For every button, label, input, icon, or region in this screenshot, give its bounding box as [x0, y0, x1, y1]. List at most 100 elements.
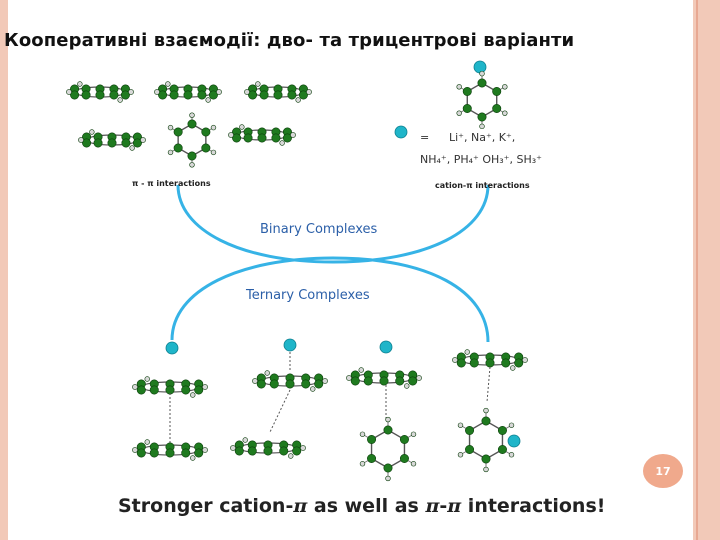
hydrogen-atom	[140, 137, 146, 143]
hydrogen-atom	[255, 81, 261, 87]
page-number-badge: 17	[643, 454, 683, 488]
cation-atom	[394, 125, 408, 139]
hydrogen-atom	[522, 357, 528, 363]
carbon-atom	[462, 87, 472, 97]
caption-part-2: as well as	[307, 495, 426, 517]
hydrogen-atom	[239, 124, 245, 130]
hydrogen-atom	[167, 124, 174, 131]
cation-atom	[165, 341, 179, 355]
hydrogen-atom	[300, 445, 306, 451]
carbon-atom	[194, 448, 204, 458]
benzene-bond-ring	[177, 123, 207, 157]
carbon-atom	[243, 133, 253, 143]
carbon-atom	[165, 448, 175, 458]
benzene-bond-ring	[370, 429, 406, 469]
carbon-atom	[132, 138, 142, 148]
hydrogen-atom	[510, 365, 516, 371]
hydrogen-atom	[244, 89, 250, 95]
carbon-atom	[350, 376, 360, 386]
hydrogen-atom	[279, 140, 285, 146]
benzene-bond-ring	[468, 420, 504, 460]
carbon-atom	[201, 143, 211, 153]
cation-atom	[283, 338, 297, 352]
carbon-atom	[109, 90, 119, 100]
pi-pi-label: π - π interactions	[132, 179, 211, 188]
cation-atom	[473, 60, 487, 74]
hydrogen-atom	[410, 431, 417, 437]
ternary-complexes-label: Ternary Complexes	[245, 288, 370, 303]
hydrogen-atom	[264, 370, 270, 376]
carbon-atom	[399, 434, 409, 444]
carbon-atom	[187, 151, 197, 161]
carbon-atom	[70, 90, 80, 100]
carbon-atom	[197, 90, 207, 100]
carbon-atom	[285, 379, 295, 389]
carbon-atom	[82, 138, 92, 148]
carbon-atom	[120, 90, 130, 100]
hydrogen-atom	[456, 84, 462, 90]
carbon-atom	[183, 90, 193, 100]
hydrogen-atom	[452, 357, 458, 363]
carbon-atom	[292, 446, 302, 456]
hydrogen-atom	[228, 132, 234, 138]
hydrogen-atom	[189, 162, 195, 168]
cation-list-line-2: NH₄⁺, PH₄⁺ OH₃⁺, SH₃⁺	[420, 153, 542, 166]
carbon-atom	[465, 444, 475, 454]
binary-complexes-label: Binary Complexes	[260, 222, 378, 237]
hydrogen-atom	[346, 375, 352, 381]
carbon-atom	[314, 379, 324, 389]
hydrogen-atom	[77, 81, 83, 87]
hydrogen-atom	[479, 123, 485, 130]
carbon-atom	[456, 358, 466, 368]
slide-frame-left	[0, 0, 8, 540]
carbon-atom	[158, 90, 168, 100]
carbon-atom	[481, 454, 491, 464]
carbon-atom	[173, 127, 183, 137]
hydrogen-atom	[483, 466, 489, 473]
carbon-atom	[298, 90, 308, 100]
carbon-atom	[363, 376, 373, 386]
carbon-atom	[367, 453, 377, 463]
caption-pi-3: π	[447, 495, 462, 517]
carbon-atom	[256, 379, 266, 389]
carbon-atom	[279, 446, 289, 456]
ternary-complexes-loop	[170, 256, 490, 343]
carbon-atom	[469, 358, 479, 368]
carbon-atom	[107, 138, 117, 148]
carbon-atom	[95, 90, 105, 100]
carbon-atom	[257, 133, 267, 143]
hydrogen-atom	[508, 452, 515, 458]
caption-part-3: -	[439, 495, 448, 517]
carbon-atom	[194, 385, 204, 395]
cation-atom	[507, 434, 521, 448]
carbon-atom	[121, 138, 131, 148]
carbon-atom	[201, 127, 211, 137]
carbon-atom	[497, 444, 507, 454]
hydrogen-atom	[456, 110, 462, 116]
hydrogen-atom	[210, 149, 217, 156]
cation-pi-label: cation-π interactions	[435, 181, 530, 190]
carbon-atom	[485, 358, 495, 368]
slide-frame-line	[696, 0, 698, 540]
hydrogen-atom	[205, 97, 211, 103]
carbon-atom	[497, 425, 507, 435]
carbon-atom	[395, 376, 405, 386]
carbon-atom	[465, 425, 475, 435]
carbon-atom	[173, 143, 183, 153]
hydrogen-atom	[189, 112, 195, 118]
hydrogen-atom	[66, 89, 72, 95]
caption-part-1: Stronger cation-	[118, 495, 294, 517]
carbon-atom	[383, 463, 393, 473]
hydrogen-atom	[385, 416, 391, 423]
hydrogen-atom	[359, 461, 366, 467]
hydrogen-atom	[144, 376, 150, 382]
hydrogen-atom	[252, 378, 258, 384]
hydrogen-atom	[230, 445, 236, 451]
binary-complexes-loop	[176, 184, 490, 264]
hydrogen-atom	[457, 452, 464, 458]
hydrogen-atom	[310, 386, 316, 392]
molecules-layer	[66, 60, 528, 482]
carbon-atom	[477, 78, 487, 88]
carbon-atom	[187, 119, 197, 129]
hydrogen-atom	[359, 431, 366, 437]
